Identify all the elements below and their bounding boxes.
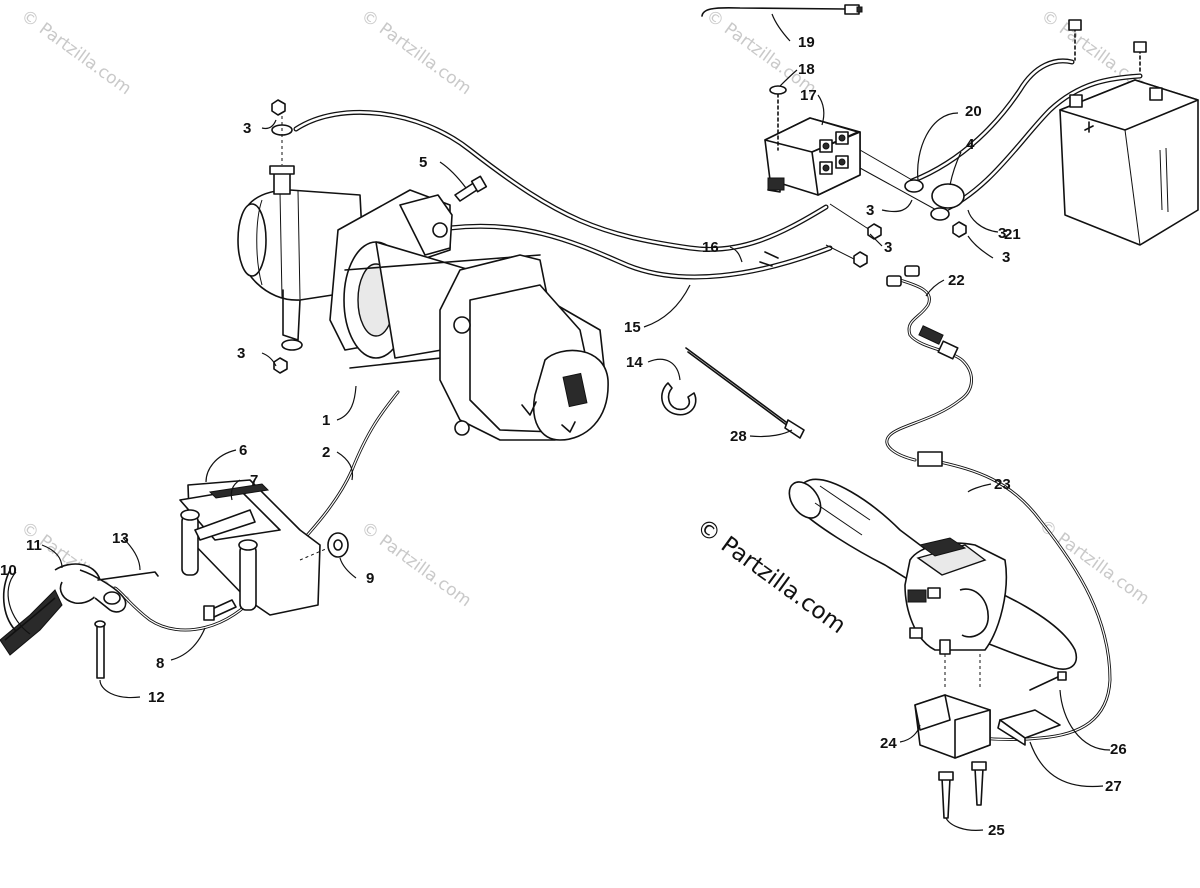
watermark-text: © Partzilla.com	[1035, 516, 1153, 609]
bolt-5	[454, 175, 488, 202]
callout-14: 14	[626, 354, 643, 371]
callout-3: 3	[866, 202, 874, 219]
handlebar-switch	[788, 478, 1077, 819]
callout-2: 2	[322, 444, 330, 461]
callout-8: 8	[156, 655, 164, 672]
callout-12: 12	[148, 689, 165, 706]
callout-10: 10	[0, 562, 17, 579]
winch-assembly	[237, 165, 609, 441]
watermark-text: © Partzilla.com	[357, 6, 475, 99]
watermark-center-text: © Partzilla.com	[691, 514, 850, 639]
callout-16: 16	[702, 239, 719, 256]
callout-24: 24	[880, 735, 897, 752]
watermark-text: © Partzilla.com	[17, 6, 135, 99]
harness-connectors	[886, 265, 959, 467]
callouts: 1 2 3 3 3 3 3 3 4 5 6 7 8 9 10 11 12 13 …	[0, 34, 1127, 839]
battery	[1059, 19, 1199, 246]
callout-21: 21	[1004, 226, 1021, 243]
callout-23: 23	[994, 476, 1011, 493]
callout-20: 20	[965, 103, 982, 120]
leader-lines	[7, 13, 1111, 831]
callout-26: 26	[1110, 741, 1127, 758]
callout-9: 9	[366, 570, 374, 587]
solenoid	[764, 85, 941, 263]
callout-3: 3	[237, 345, 245, 362]
callout-19: 19	[798, 34, 815, 51]
clamp-14	[661, 382, 697, 416]
callout-27: 27	[1105, 778, 1122, 795]
callout-18: 18	[798, 61, 815, 78]
callout-15: 15	[624, 319, 641, 336]
fairlead-assembly	[179, 479, 349, 621]
callout-17: 17	[800, 87, 817, 104]
cable-tie-19	[701, 6, 846, 17]
watermark-text: © Partzilla.com	[702, 6, 820, 99]
callout-5: 5	[419, 154, 427, 171]
callout-7: 7	[250, 472, 258, 489]
callout-1: 1	[322, 412, 330, 429]
callout-3: 3	[243, 120, 251, 137]
callout-25: 25	[988, 822, 1005, 839]
callout-28: 28	[730, 428, 747, 445]
callout-22: 22	[948, 272, 965, 289]
callout-4: 4	[966, 136, 975, 153]
callout-3: 3	[998, 225, 1006, 242]
callout-13: 13	[112, 530, 129, 547]
callout-6: 6	[239, 442, 247, 459]
callout-3: 3	[1002, 249, 1010, 266]
watermark-text: © Partzilla.com	[357, 518, 475, 611]
callout-11: 11	[26, 537, 42, 554]
callout-3: 3	[884, 239, 892, 256]
terminal-hardware	[271, 99, 967, 374]
cable-tie-28	[685, 347, 805, 439]
hook-strap	[0, 563, 159, 679]
